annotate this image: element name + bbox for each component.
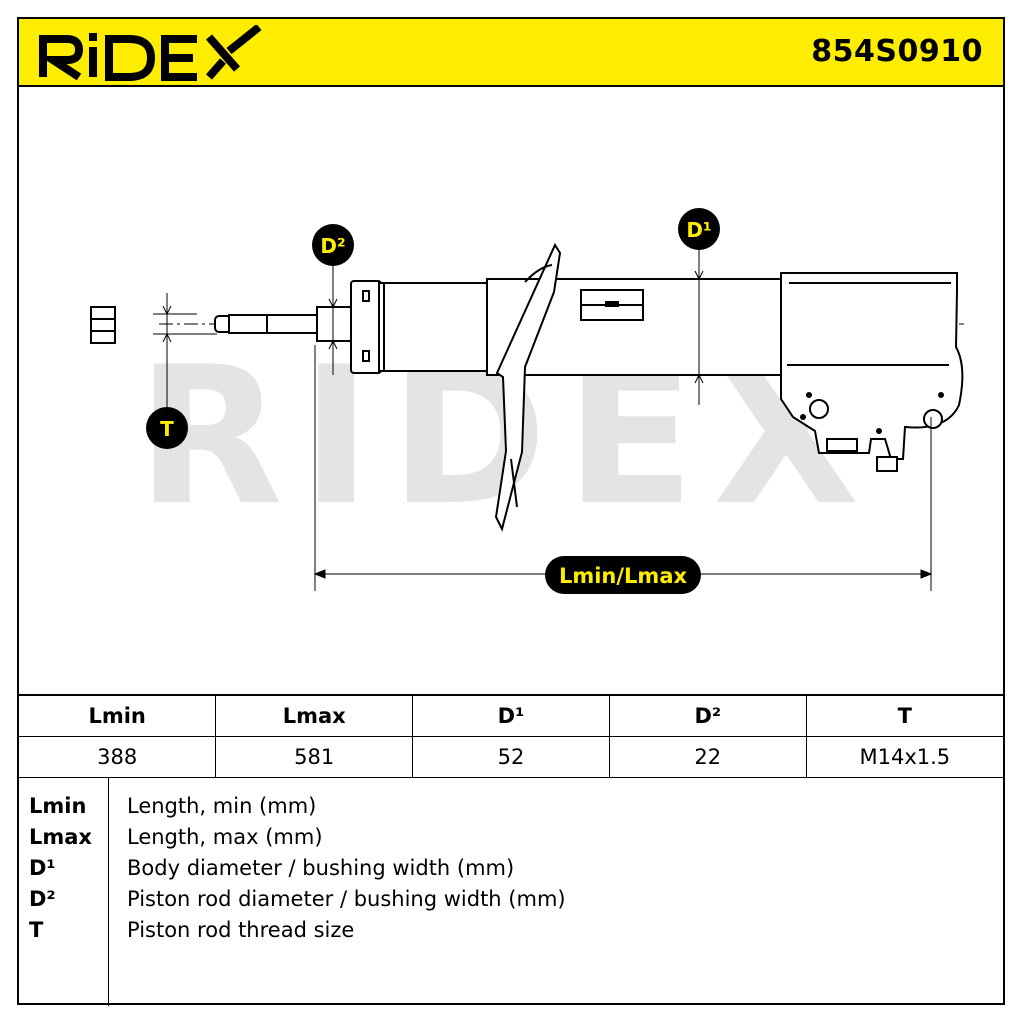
strut-outline (90, 242, 964, 532)
piston-rod (228, 314, 322, 334)
svg-text:Lmin/Lmax: Lmin/Lmax (559, 564, 688, 588)
legend-desc: Length, max (mm) (127, 825, 323, 849)
value-d2: 22 (608, 736, 807, 778)
product-sheet: 854S0910 RIDEX (17, 17, 1005, 1006)
spec-value-row: 388 581 52 22 M14x1.5 (19, 736, 1003, 778)
header-t: T (805, 694, 1003, 737)
legend-key: Lmax (29, 825, 92, 849)
value-t: M14x1.5 (805, 736, 1003, 778)
legend-desc: Piston rod thread size (127, 918, 355, 942)
spec-header-row: Lmin Lmax D¹ D² T (19, 694, 1003, 737)
svg-text:D¹: D¹ (686, 218, 711, 242)
value-d1: 52 (412, 736, 610, 778)
header-bar: 854S0910 (19, 19, 1003, 87)
t-label: T (146, 407, 188, 449)
legend-desc: Length, min (mm) (127, 794, 317, 818)
nut (90, 306, 116, 344)
header-d1: D¹ (412, 694, 610, 737)
svg-text:D²: D² (320, 234, 345, 258)
t-dimension (153, 293, 217, 407)
legend-key: D¹ (29, 856, 56, 880)
d1-dimension (694, 245, 704, 405)
legend-desc: Body diameter / bushing width (mm) (127, 856, 515, 880)
legend-key: Lmin (29, 794, 87, 818)
legend-desc: Piston rod diameter / bushing width (mm) (127, 887, 566, 911)
length-label: Lmin/Lmax (545, 556, 701, 594)
upper-tube (378, 282, 490, 372)
d2-label: D² (312, 224, 354, 266)
shock-absorber-drawing: RIDEX (90, 208, 964, 594)
d1-label: D¹ (678, 208, 720, 250)
header-lmin: Lmin (19, 694, 217, 737)
svg-text:T: T (160, 417, 174, 441)
value-lmax: 581 (215, 736, 414, 778)
header-lmax: Lmax (215, 694, 414, 737)
value-lmin: 388 (19, 736, 217, 778)
legend-key: D² (29, 887, 56, 911)
bracket-bolts (605, 301, 944, 434)
part-number: 854S0910 (811, 34, 983, 69)
legend-divider (108, 778, 109, 1006)
d2-dimension (328, 255, 338, 375)
ridex-logo (39, 25, 262, 81)
spring-seat (494, 242, 562, 532)
header-d2: D² (608, 694, 807, 737)
legend-key: T (29, 918, 44, 942)
legend: Lmin Length, min (mm) Lmax Length, max (… (19, 777, 1003, 1006)
spec-table: Lmin Lmax D¹ D² T 388 581 52 22 M14x1.5 (19, 694, 1003, 778)
